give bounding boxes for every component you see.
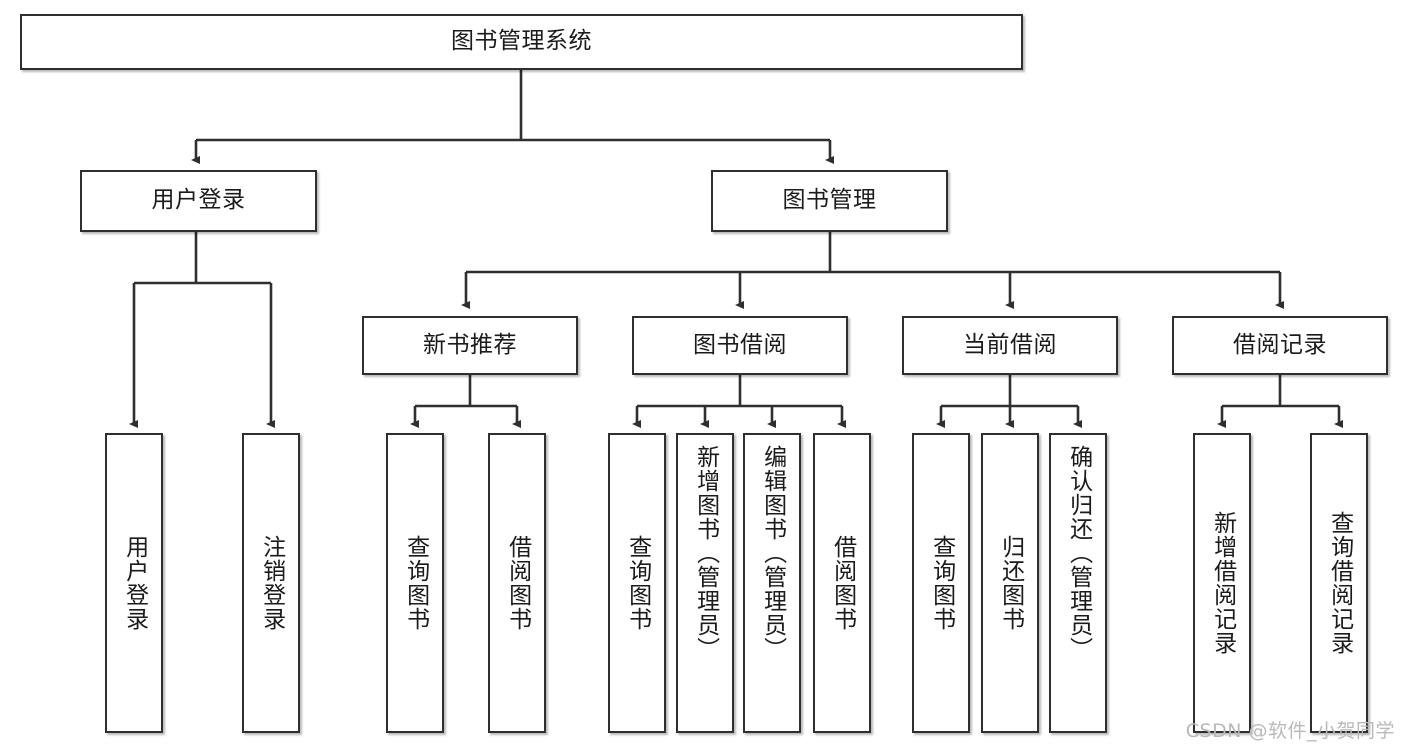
leaf-query-book-3-label: 查询图书: [928, 535, 955, 631]
leaf-return-book[interactable]: 归还图书: [981, 433, 1039, 733]
leaf-query-book-2-label: 查询图书: [624, 535, 651, 631]
node-root-system[interactable]: 图书管理系统: [20, 14, 1023, 70]
leaf-borrow-book-2[interactable]: 借阅图书: [813, 433, 871, 733]
node-current-borrow[interactable]: 当前借阅: [902, 316, 1118, 375]
leaf-confirm-return-label: 确认归还（管理员）: [1065, 445, 1092, 661]
node-book-borrow[interactable]: 图书借阅: [632, 316, 848, 375]
node-user-login[interactable]: 用户登录: [80, 170, 317, 232]
leaf-return-book-label: 归还图书: [997, 535, 1024, 631]
node-current-borrow-label: 当前借阅: [963, 331, 1057, 358]
leaf-logout[interactable]: 注销登录: [242, 433, 300, 733]
leaf-add-record[interactable]: 新增借阅记录: [1193, 433, 1251, 733]
leaf-query-book-2[interactable]: 查询图书: [608, 433, 666, 733]
node-book-borrow-label: 图书借阅: [693, 331, 787, 358]
leaf-query-book-3[interactable]: 查询图书: [912, 433, 970, 733]
leaf-add-book[interactable]: 新增图书（管理员）: [676, 433, 734, 733]
leaf-edit-book[interactable]: 编辑图书（管理员）: [743, 433, 801, 733]
leaf-query-record[interactable]: 查询借阅记录: [1310, 433, 1368, 733]
leaf-add-book-label: 新增图书（管理员）: [692, 445, 719, 661]
node-new-book-recommend[interactable]: 新书推荐: [362, 316, 578, 375]
leaf-user-login[interactable]: 用户登录: [105, 433, 163, 733]
leaf-borrow-book-1[interactable]: 借阅图书: [488, 433, 546, 733]
leaf-query-book-1-label: 查询图书: [402, 535, 429, 631]
watermark-text: CSDN @软件_小贺同学: [1185, 720, 1395, 742]
node-borrow-record-label: 借阅记录: [1233, 331, 1327, 358]
leaf-query-book-1[interactable]: 查询图书: [386, 433, 444, 733]
leaf-query-record-label: 查询借阅记录: [1326, 511, 1353, 655]
node-borrow-record[interactable]: 借阅记录: [1172, 316, 1388, 375]
leaf-logout-label: 注销登录: [258, 535, 285, 631]
node-root-system-label: 图书管理系统: [451, 28, 592, 55]
leaf-borrow-book-1-label: 借阅图书: [504, 535, 531, 631]
leaf-edit-book-label: 编辑图书（管理员）: [759, 445, 786, 661]
leaf-user-login-label: 用户登录: [121, 535, 148, 631]
node-book-management-label: 图书管理: [782, 187, 877, 214]
leaf-add-record-label: 新增借阅记录: [1209, 511, 1236, 655]
node-user-login-label: 用户登录: [151, 187, 246, 214]
leaf-borrow-book-2-label: 借阅图书: [829, 535, 856, 631]
leaf-confirm-return[interactable]: 确认归还（管理员）: [1049, 433, 1107, 733]
node-new-book-recommend-label: 新书推荐: [423, 331, 517, 358]
node-book-management[interactable]: 图书管理: [711, 170, 948, 232]
